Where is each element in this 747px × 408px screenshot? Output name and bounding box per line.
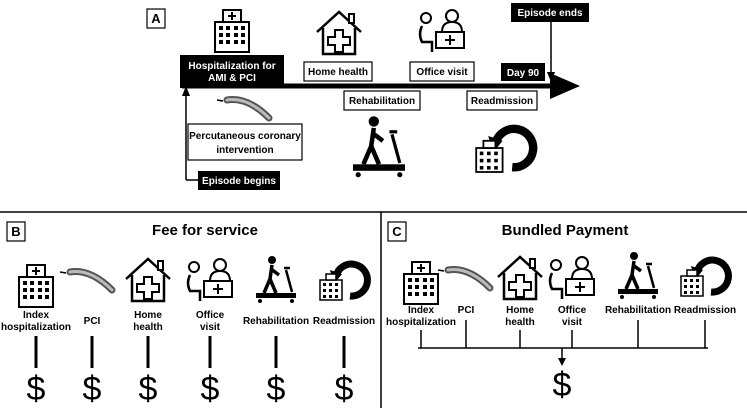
bundle-item-label: Readmission (674, 305, 736, 316)
home-health-icon (315, 10, 363, 56)
fee-item-label: Readmission (313, 316, 375, 327)
readmission-label: Readmission (471, 96, 533, 107)
panel-c-title: Bundled Payment (502, 222, 629, 239)
readmission-icon (320, 264, 367, 300)
episode-ends-label: Episode ends (517, 8, 582, 19)
panel-a-letter: A (151, 11, 161, 26)
hospital-icon (403, 261, 439, 305)
episode-ends-box (511, 3, 589, 22)
fee-dollar-sign: $ (27, 370, 46, 408)
timeline-arrowhead (550, 73, 580, 99)
bundled-dollar-sign: $ (553, 366, 572, 404)
day90-box (501, 63, 545, 81)
panel-c-letter: C (392, 224, 402, 239)
treadmill-icon (353, 116, 405, 177)
panel-b-letter: B (11, 224, 20, 239)
episode-begins-box (198, 171, 280, 190)
office-visit-icon (186, 257, 234, 303)
office-visit-icon (548, 255, 596, 301)
fee-dollar-sign: $ (139, 370, 158, 408)
bundle-arrowhead (558, 358, 566, 366)
home-health-label: Home health (308, 67, 368, 78)
catheter-icon (438, 270, 490, 288)
hospital-icon (214, 9, 250, 53)
episode-begins-label: Episode begins (202, 176, 276, 187)
office-visit-box (409, 61, 475, 82)
pci-box (187, 123, 303, 161)
fee-dollar-sign: $ (83, 370, 102, 408)
fee-dollar-sign: $ (267, 370, 286, 408)
office-visit-icon (418, 8, 466, 54)
bundle-item-label: Rehabilitation (605, 305, 671, 316)
panel-b-title: Fee for service (152, 222, 258, 239)
treadmill-icon (254, 254, 298, 305)
rehabilitation-box (343, 90, 421, 111)
readmission-box (466, 90, 538, 111)
rehabilitation-label: Rehabilitation (349, 96, 415, 107)
home-health-icon (496, 255, 544, 301)
home-health-box (303, 61, 373, 82)
hospital-icon (18, 264, 54, 308)
readmission-icon (681, 260, 728, 296)
catheter-icon (60, 272, 112, 290)
fee-dollar-sign: $ (201, 370, 220, 408)
office-visit-label: Office visit (416, 67, 468, 78)
home-health-icon (124, 257, 172, 303)
fee-dollar-sign: $ (335, 370, 354, 408)
catheter-icon (217, 100, 269, 118)
bundle-item-label: PCI (458, 305, 475, 316)
hospitalization-box (180, 55, 284, 88)
fee-item-label: PCI (84, 316, 101, 327)
day90-label: Day 90 (507, 68, 540, 79)
fee-item-label: Rehabilitation (243, 316, 309, 327)
treadmill-icon (616, 250, 660, 301)
readmission-icon (476, 129, 533, 172)
